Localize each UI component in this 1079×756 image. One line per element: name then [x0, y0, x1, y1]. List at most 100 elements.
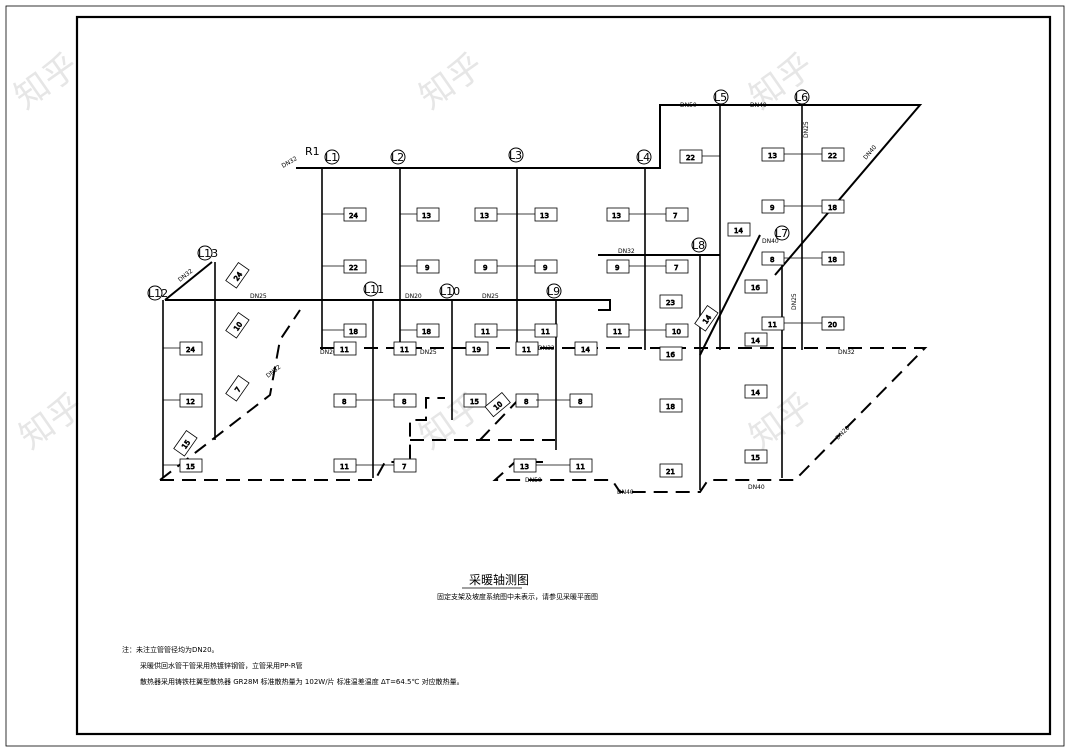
radiator: 13	[761, 147, 785, 162]
radiator: 8	[515, 393, 539, 408]
drawing-subtitle: 固定支架及坡度系统图中未表示，请参见采暖平面图	[437, 592, 598, 601]
radiator: 18	[343, 323, 367, 338]
svg-text:9: 9	[425, 264, 429, 272]
note-line-1: 注：未注立管管径均为DN20。	[122, 645, 219, 654]
svg-text:22: 22	[828, 152, 837, 160]
radiator: 11	[569, 458, 593, 473]
svg-text:11: 11	[576, 463, 585, 471]
svg-text:8: 8	[402, 398, 406, 406]
radiator: 18	[659, 398, 683, 413]
radiator: 11	[393, 341, 417, 356]
radiator: 22	[821, 147, 845, 162]
radiator: 7	[665, 207, 689, 222]
pipe-label: DN50	[525, 477, 542, 484]
svg-text:11: 11	[340, 463, 349, 471]
radiator: 9	[416, 259, 440, 274]
radiator: 15	[744, 449, 768, 464]
svg-text:18: 18	[666, 403, 675, 411]
riser-tags: L12 L13 R1 L1 L2 L3 L4 L5 L6 L7 L8 L9 L1…	[147, 89, 810, 301]
svg-text:23: 23	[666, 299, 675, 307]
radiator: 8	[333, 393, 357, 408]
radiator: 22	[679, 149, 703, 164]
return-pipes	[159, 309, 928, 493]
svg-text:11: 11	[522, 346, 531, 354]
radiator: 21	[659, 463, 683, 478]
svg-text:8: 8	[342, 398, 346, 406]
supply-branch-l12	[164, 261, 213, 301]
svg-text:18: 18	[422, 328, 431, 336]
radiator: 16	[659, 346, 683, 361]
radiator: 10	[665, 323, 689, 338]
svg-text:8: 8	[770, 256, 774, 264]
riser-label-R1: R1	[305, 145, 320, 158]
radiator: 19	[465, 341, 489, 356]
radiator: 15	[179, 458, 203, 473]
svg-text:18: 18	[828, 256, 837, 264]
riser-label-L9: L9	[547, 285, 560, 298]
svg-text:8: 8	[524, 398, 528, 406]
svg-text:9: 9	[615, 264, 619, 272]
radiator: 15	[173, 429, 198, 457]
radiator: 14	[727, 222, 751, 237]
radiator: 7	[665, 259, 689, 274]
radiator: 11	[515, 341, 539, 356]
svg-text:11: 11	[481, 328, 490, 336]
radiator: 13	[534, 207, 558, 222]
svg-text:11: 11	[340, 346, 349, 354]
radiator: 11	[534, 323, 558, 338]
radiator: 7	[393, 458, 417, 473]
supply-branch-l8	[699, 234, 761, 356]
svg-text:14: 14	[751, 337, 760, 345]
radiator: 11	[474, 323, 498, 338]
radiator: 11	[761, 316, 785, 331]
watermark: 知乎	[12, 386, 91, 458]
pipe-label: DN32	[838, 349, 855, 356]
svg-text:9: 9	[543, 264, 547, 272]
radiator: 13	[474, 207, 498, 222]
branch-connectors	[163, 153, 822, 466]
pipe-label: DN40	[762, 238, 779, 245]
svg-text:10: 10	[672, 328, 681, 336]
svg-text:11: 11	[541, 328, 550, 336]
svg-text:7: 7	[674, 264, 678, 272]
radiator: 13	[416, 207, 440, 222]
radiator: 20	[821, 316, 845, 331]
riser-label-L10: L10	[440, 285, 460, 298]
riser-label-L7: L7	[775, 227, 788, 240]
svg-text:16: 16	[751, 284, 760, 292]
radiator: 8	[569, 393, 593, 408]
drawing-title: 采暖轴测图	[469, 572, 529, 587]
svg-text:13: 13	[422, 212, 431, 220]
radiator: 11	[333, 458, 357, 473]
riser-label-L5: L5	[714, 91, 727, 104]
radiator: 14	[574, 341, 598, 356]
svg-text:24: 24	[186, 346, 195, 354]
riser-label-L13: L13	[198, 247, 218, 260]
pipe-label: DN25	[791, 293, 798, 310]
radiators: 24 13 13 13 13 7 22 9 9 9 9 7 18 18 11 1…	[173, 147, 845, 478]
radiator: 18	[821, 199, 845, 214]
svg-text:13: 13	[612, 212, 621, 220]
radiator: 16	[744, 279, 768, 294]
svg-text:19: 19	[472, 346, 481, 354]
pipe-label: DN25	[803, 121, 810, 138]
riser-label-L3: L3	[509, 149, 522, 162]
radiator: 9	[534, 259, 558, 274]
watermark: 知乎	[412, 46, 491, 118]
pipe-label: DN20	[320, 349, 337, 356]
svg-text:15: 15	[751, 454, 760, 462]
radiator: 24	[343, 207, 367, 222]
radiator: 24	[179, 341, 203, 356]
svg-text:14: 14	[751, 389, 760, 397]
radiator: 8	[761, 251, 785, 266]
svg-text:9: 9	[483, 264, 487, 272]
radiator: 18	[416, 323, 440, 338]
svg-text:15: 15	[470, 398, 479, 406]
svg-text:11: 11	[400, 346, 409, 354]
pipe-label: DN32	[538, 345, 555, 352]
inner-border	[75, 15, 1052, 736]
riser-label-L8: L8	[692, 239, 705, 252]
supply-pipes	[164, 104, 923, 356]
radiator: 15	[463, 393, 487, 408]
